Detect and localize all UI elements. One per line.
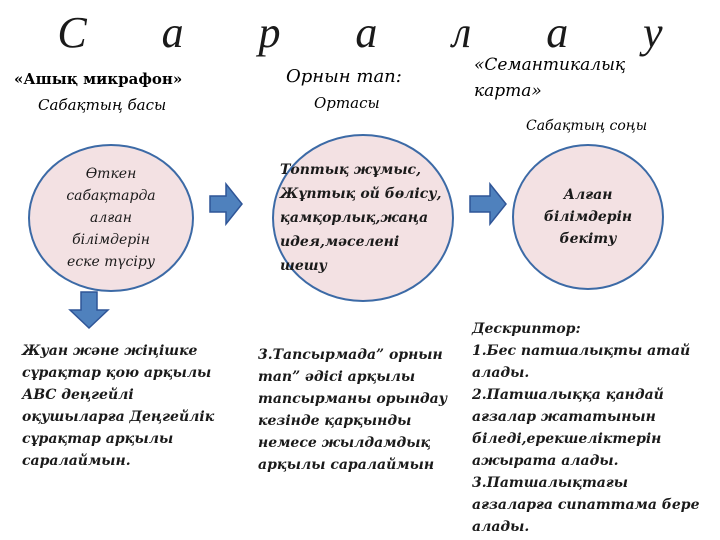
stage1-oval-text: Өткен сабақтарда алған білімдерін еске т… <box>66 166 156 270</box>
stage3-note-item: 3.Патшалықтағы ағзаларға сипаттама бере … <box>472 475 700 535</box>
stage1-phase: Сабақтың басы <box>38 96 167 114</box>
stage1-note: Жуан және жіңішке сұрақтар қою арқылы АВ… <box>22 343 215 469</box>
stage1-oval: Өткен сабақтарда алған білімдерін еске т… <box>28 144 194 292</box>
stage2-method: Орнын тап: <box>286 66 402 87</box>
stage3-oval-text: Алған білімдерін бекіту <box>543 187 633 247</box>
stage2-phase: Ортасы <box>314 94 380 112</box>
stage2-oval-text: Топтық жұмыс, Жұптық ой бөлісу, қамқорлы… <box>280 162 442 274</box>
arrow-down-icon <box>68 291 110 330</box>
title-letter: л <box>452 7 472 57</box>
stage3-note-item: 1.Бес патшалықты атай алады. <box>472 343 691 381</box>
page-title: С а р а л а у <box>0 4 720 60</box>
stage3-note-item: 2.Патшалыққа қандай ағзалар жататынын бі… <box>472 387 664 469</box>
stage3-method: «Семантикалық карта» <box>474 55 626 101</box>
arrow-right-icon <box>209 181 243 227</box>
title-letter: у <box>643 7 663 57</box>
stage3-phase: Сабақтың соңы <box>526 118 648 134</box>
stage1-method: «Ашық микрафон» <box>14 70 183 88</box>
title-letter: а <box>355 7 378 57</box>
title-letter: а <box>546 7 569 57</box>
stage2-oval: Топтық жұмыс, Жұптық ой бөлісу, қамқорлы… <box>272 134 454 302</box>
stage2-note: 3.Тапсырмада” орнын тап” әдісі арқылы та… <box>258 347 448 473</box>
title-letter: р <box>258 7 281 57</box>
title-letter: а <box>161 7 184 57</box>
stage3-note: Дескриптор: 1.Бес патшалықты атай алады.… <box>472 318 712 538</box>
stage3-oval: Алған білімдерін бекіту <box>512 144 664 290</box>
stage3-note-title: Дескриптор: <box>472 321 581 337</box>
arrow-right-icon <box>469 181 507 227</box>
title-letter: С <box>57 7 87 57</box>
